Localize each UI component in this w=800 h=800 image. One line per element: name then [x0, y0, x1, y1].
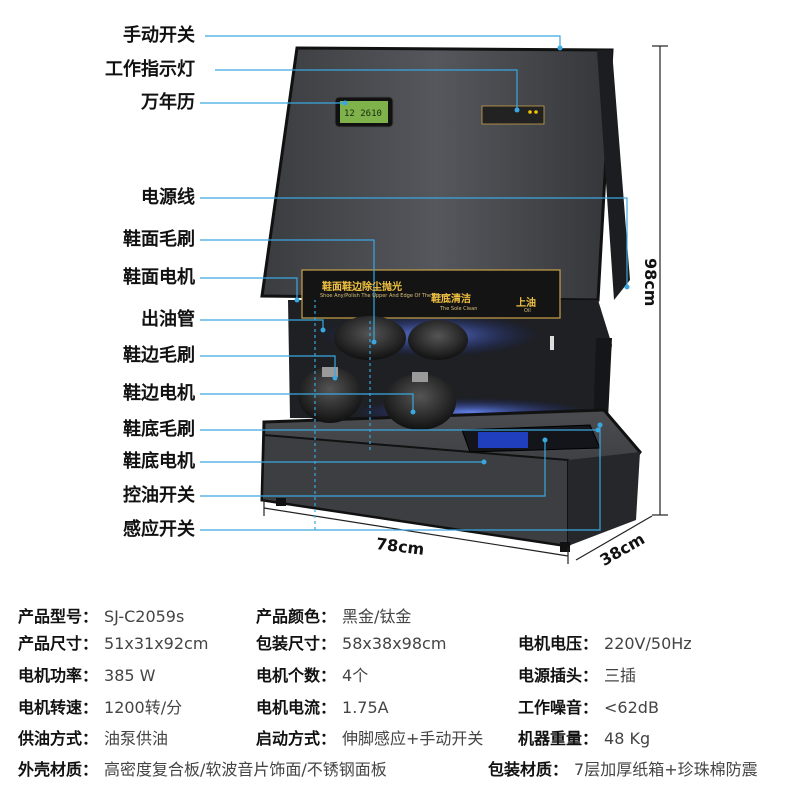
callout-work-indicator: 工作指示灯 [105, 59, 195, 80]
sign-title-1: 鞋面鞋边除尘抛光 [322, 282, 402, 293]
callout-oil-pipe: 出油管 [141, 309, 195, 330]
indicator-plate [481, 105, 545, 125]
spec-cell: 包装尺寸：58x38x98cm [256, 634, 447, 653]
spec-cell: 电机转速：1200转/分 [18, 698, 183, 717]
base-side [568, 452, 640, 546]
spec-cell: 包装材质：7层加厚纸箱+珍珠棉防震 [488, 760, 758, 779]
foot-right [560, 542, 570, 552]
sign-title-2: 鞋底清洁 [431, 294, 471, 305]
spec-cell: 电机个数：4个 [256, 666, 369, 685]
callout-calendar: 万年历 [141, 92, 195, 113]
spec-cell: 电机功率：385 W [18, 666, 156, 685]
callout-upper-brush: 鞋面毛刷 [123, 229, 195, 250]
callout-sensor-switch: 感应开关 [123, 519, 195, 540]
side-brush-left [298, 367, 362, 423]
spec-cell: 电机电流：1.75A [256, 698, 389, 717]
callout-sole-brush: 鞋底毛刷 [123, 419, 195, 440]
motor-cap-right [412, 372, 428, 382]
spec-cell: 外壳材质：高密度复合板/软波音片饰面/不锈钢面板 [18, 760, 387, 779]
spec-cell: 供油方式：油泵供油 [18, 729, 169, 748]
spec-cell: 产品颜色：黑金/钛金 [256, 607, 412, 626]
callout-sole-motor: 鞋底电机 [123, 451, 195, 472]
side-brush-right [384, 374, 456, 430]
upper-brush-right [408, 320, 468, 360]
sign-plate [301, 269, 561, 319]
sign-sub-1: Shoe Any/Polish The Upper And Edge Of Th… [320, 293, 448, 299]
dimension-height: 98cm [641, 258, 660, 307]
sign-sub-2: The Sole Clean [440, 306, 478, 312]
svg-text:12 2610: 12 2610 [344, 109, 382, 119]
spec-cell: 工作噪音：<62dB [518, 698, 659, 717]
spec-cell: 电源插头：三插 [518, 666, 637, 685]
callout-power-cord: 电源线 [141, 187, 195, 208]
leader-lines [200, 35, 630, 531]
control-screen [478, 432, 528, 448]
oil-nozzle [550, 336, 554, 350]
product-diagram: 12 2610 [105, 25, 668, 570]
calendar-display: 12 2610 [334, 96, 394, 128]
spec-cell: 启动方式：伸脚感应+手动开关 [256, 729, 484, 748]
upper-cabinet [260, 46, 614, 302]
sign-sub-3: Oil [524, 308, 531, 314]
machine-illustration: 12 2610 [200, 35, 668, 564]
spec-cell: 产品型号：SJ-C2059s [18, 607, 185, 626]
spec-cell: 电机电压：220V/50Hz [518, 634, 692, 653]
motor-cap-left [322, 367, 338, 377]
upper-brush-left [334, 316, 406, 360]
sign-title-3: 上油 [516, 298, 536, 309]
foot-left [276, 498, 286, 506]
spec-cell: 机器重量：48 Kg [518, 729, 651, 748]
cabinet-side [597, 50, 630, 300]
spec-cell: 产品尺寸：51x31x92cm [18, 634, 209, 653]
callout-manual-switch: 手动开关 [123, 25, 195, 46]
brushes [298, 316, 554, 430]
callout-side-motor: 鞋边电机 [123, 383, 195, 404]
callout-oil-switch: 控油开关 [123, 485, 195, 506]
callout-upper-motor: 鞋面电机 [123, 267, 195, 288]
callout-side-brush: 鞋边毛刷 [123, 345, 195, 366]
